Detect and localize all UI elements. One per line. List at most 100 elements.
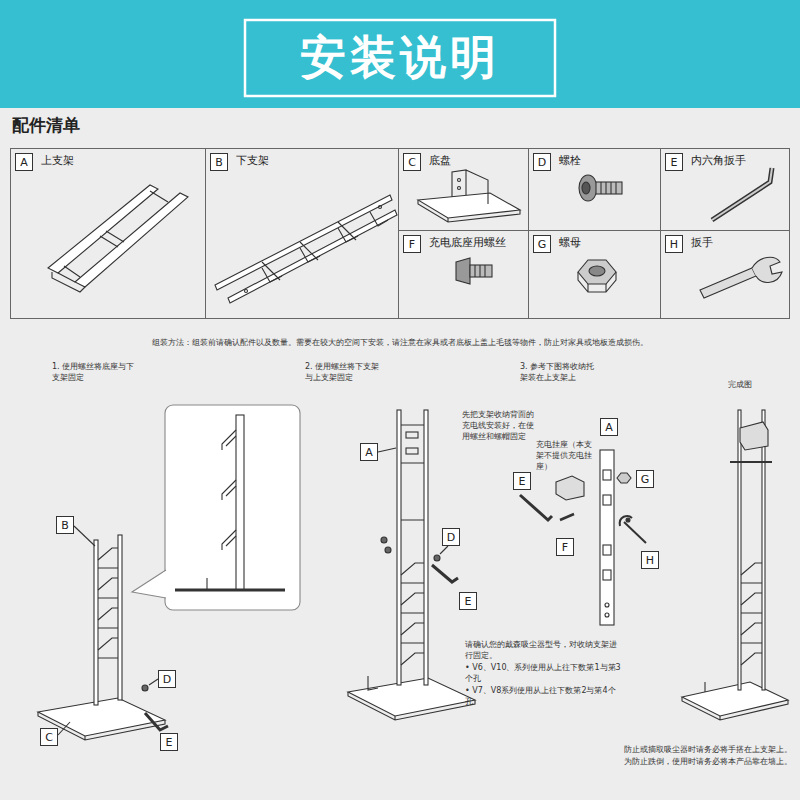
callout-letter: A: [360, 443, 378, 461]
part-drawing-stroke: [418, 193, 520, 218]
callout-text: C: [45, 732, 53, 743]
callout-letter: C: [40, 728, 58, 746]
part-cell: 扳手 H: [660, 230, 790, 319]
part-cell: 充电底座用螺丝 F: [398, 230, 529, 319]
part-drawing-stroke: [245, 290, 248, 293]
callout-text: F: [409, 239, 415, 250]
callout-letter: H: [641, 551, 659, 569]
step1-drawing: [38, 405, 300, 740]
step2-drawing-stroke: [381, 537, 387, 543]
step2-drawing-stroke: [397, 410, 401, 685]
step3-drawing: [520, 450, 646, 625]
step3-drawing-stroke: [556, 476, 584, 500]
final-drawing-stroke: [762, 410, 765, 690]
callout-text: G: [538, 239, 547, 250]
step3-drawing-stroke: [603, 545, 611, 555]
part-cell: 底盘C: [398, 148, 529, 231]
step2-drawing-stroke: [432, 565, 458, 582]
callout-letter: G: [533, 235, 551, 253]
banner: [0, 0, 800, 108]
step3-drawing-stroke: [603, 470, 611, 480]
step1-drawing-stroke: [98, 548, 118, 658]
instruction-note: • V7、V8系列使用从上往下数第2与第4个孔: [465, 686, 623, 708]
banner-stroke: [245, 20, 555, 96]
final-drawing-stroke: [682, 697, 788, 720]
part-drawing-stroke: [579, 175, 597, 201]
instruction-note: 2. 使用螺丝将下支架与上支架固定: [305, 362, 385, 384]
callout-letter: D: [533, 153, 551, 171]
step1-drawing-stroke: [165, 405, 300, 610]
step2-drawing-stroke: [368, 676, 378, 690]
instruction-note: • V6、V10、系列使用从上往下数第1与第3个孔: [465, 663, 623, 685]
step2-drawing: [348, 410, 475, 720]
step1-drawing-stroke: [236, 415, 244, 590]
callout-text: F: [562, 542, 568, 553]
part-drawing-stroke: [712, 168, 772, 220]
step2-drawing-stroke: [385, 547, 391, 553]
step1-drawing-stroke: [149, 679, 158, 685]
callout-text: C: [408, 157, 416, 168]
step2-drawing-stroke: [406, 432, 418, 438]
callout-text: G: [641, 474, 650, 485]
callout-text: B: [61, 520, 69, 531]
section-heading: 配件清单: [12, 114, 172, 137]
final-drawing-stroke: [741, 563, 762, 665]
final-drawing-stroke: [682, 682, 788, 716]
final-drawing-stroke: [704, 682, 705, 692]
step1-drawing-stroke: [175, 589, 285, 592]
callout-letter: B: [56, 516, 74, 534]
callout-text: E: [166, 737, 173, 748]
step1-drawing-stroke: [132, 570, 166, 598]
part-drawing-stroke: [418, 200, 520, 222]
part-drawing-stroke: [58, 191, 168, 282]
instruction-note: 完成图: [728, 380, 788, 391]
step3-drawing-stroke: [605, 613, 609, 617]
step1-drawing-stroke: [74, 526, 95, 546]
part-cell: 上支架 A: [10, 148, 206, 319]
step1-drawing-stroke: [164, 572, 167, 596]
part-cell: 内六角扳手E: [660, 148, 790, 231]
callout-text: E: [519, 476, 526, 487]
part-drawing-stroke: [700, 268, 756, 298]
part-drawing-stroke: [470, 265, 492, 277]
part-drawing-stroke: [596, 182, 622, 194]
part-drawing-stroke: [456, 258, 470, 284]
callout-letter: F: [403, 235, 421, 253]
callout-letter: C: [403, 153, 421, 171]
callout-letter: A: [15, 153, 33, 171]
final-drawing-stroke: [730, 461, 772, 463]
step2-drawing-stroke: [348, 678, 475, 716]
part-name: 充电底座用螺丝: [429, 236, 506, 250]
part-drawing-stroke: [475, 265, 485, 277]
part-name: 上支架: [41, 154, 74, 168]
callout-letter: A: [600, 418, 618, 436]
step1-drawing-stroke: [142, 685, 148, 691]
part-name: 扳手: [691, 236, 713, 250]
callout-letter: H: [665, 235, 683, 253]
step2-drawing-stroke: [424, 410, 428, 685]
step1-drawing-stroke: [206, 578, 207, 590]
part-drawing-stroke: [452, 170, 488, 204]
callout-letter: D: [442, 528, 460, 546]
part-name: 螺母: [559, 236, 581, 250]
step1-drawing-stroke: [58, 722, 70, 735]
final-drawing: [682, 410, 788, 720]
callout-text: H: [646, 555, 654, 566]
step2-drawing-stroke: [406, 448, 418, 454]
callout-letter: B: [210, 153, 228, 171]
part-drawing: [48, 168, 782, 303]
step1-drawing-stroke: [145, 713, 168, 730]
part-drawing-stroke: [752, 257, 782, 282]
part-drawing-stroke: [215, 195, 392, 290]
part-drawing-stroke: [601, 182, 616, 194]
part-drawing-stroke: [589, 266, 605, 276]
callout-letter: E: [459, 592, 477, 610]
part-name: 螺栓: [559, 154, 581, 168]
step3-drawing-stroke: [603, 570, 611, 580]
step3-drawing-stroke: [560, 514, 574, 520]
callout-text: E: [671, 157, 678, 168]
step3-drawing-stroke: [605, 603, 609, 607]
step1-drawing-stroke: [222, 430, 236, 550]
